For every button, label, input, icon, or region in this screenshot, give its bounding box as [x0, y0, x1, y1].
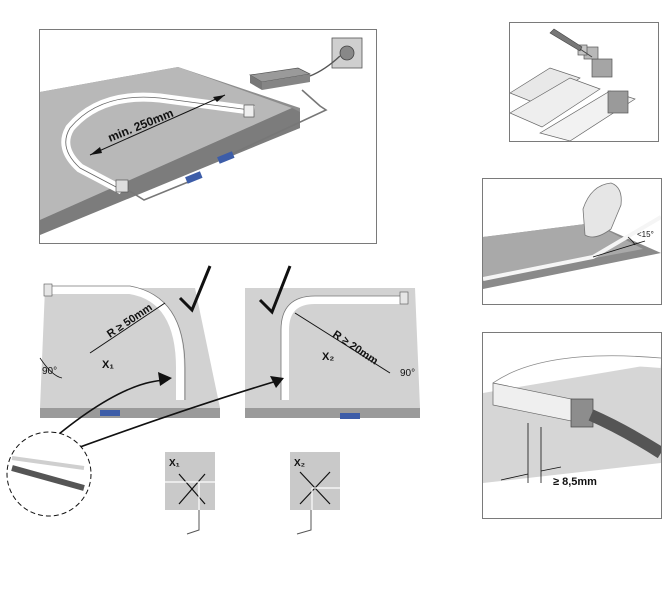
socket-plug	[339, 45, 355, 61]
detail-square-x1: X₁	[165, 452, 215, 510]
mains-cable	[309, 55, 341, 77]
end-cap-block	[607, 90, 629, 114]
main-installation-drawing: min. 250mm	[40, 37, 363, 235]
bend-right-strip	[281, 296, 405, 400]
bend-left-end	[43, 283, 53, 297]
detail-circle-outline	[6, 431, 92, 517]
led-strip-outline	[65, 96, 251, 189]
gap-cable	[588, 409, 661, 459]
gap-strip-outline	[492, 355, 661, 384]
bend-left-check-icon	[178, 265, 212, 313]
hand	[582, 182, 622, 238]
peel-angle-label: <15°	[637, 230, 654, 239]
bend-left-angle-label: 90°	[42, 366, 57, 377]
screwdriver	[549, 28, 583, 52]
x1-lead-wire	[186, 510, 200, 535]
main-installation-panel: min. 250mm	[39, 29, 377, 244]
bend-right-x-label: X₂	[322, 351, 334, 363]
dim-arrow-right	[213, 95, 225, 102]
dim-arrow-left	[90, 147, 102, 155]
arrow-to-right-bend-head	[270, 376, 284, 388]
bend-right-drawing: R ≥ 20mm X₂ 90°	[245, 265, 420, 419]
detail-square-x2: X₂	[290, 452, 340, 510]
detail-x1-drawing: X₁	[165, 458, 215, 510]
cable-detail-circle	[6, 431, 92, 517]
bend-left-x-label: X₁	[102, 359, 114, 371]
x2-lead	[296, 510, 312, 535]
mounting-board-edge	[40, 108, 300, 235]
arrow-to-left-bend-head	[158, 372, 172, 386]
detail-x2-drawing: X₂	[294, 458, 340, 510]
power-supply-side	[262, 74, 310, 90]
detail-x1-label: X₁	[169, 458, 180, 469]
bend-left-angle-arc	[39, 357, 63, 379]
bend-right-strip-edge	[280, 295, 405, 400]
connector-block	[591, 58, 613, 78]
power-supply-front	[250, 75, 262, 90]
angle-ref-line	[592, 240, 646, 258]
bend-left-strip	[48, 286, 184, 400]
gap-strip	[490, 355, 661, 393]
bend-right-angle-label: 90°	[400, 368, 415, 379]
bend-right-connector	[340, 413, 360, 419]
bend-left-board-edge	[40, 408, 220, 418]
peel-angle-drawing: <15°	[483, 182, 661, 289]
bend-right-check-icon	[258, 265, 292, 315]
gap-end-cap	[570, 398, 594, 428]
x2-lead-wire	[296, 510, 312, 535]
x1-cross-b	[178, 473, 206, 505]
arrow-to-right-bend	[49, 379, 281, 459]
connector-assembly-drawing	[510, 28, 636, 141]
gap-dim-line-left	[500, 473, 529, 481]
bend-left-radius-line	[89, 302, 166, 354]
detail-x2-label: X₂	[294, 458, 305, 469]
detail-cable	[11, 465, 85, 491]
x1-lead	[186, 510, 200, 535]
gap-label: ≥ 8,5mm	[553, 476, 597, 488]
bend-left-connector	[100, 410, 120, 416]
gap-dim-line-right	[540, 466, 562, 472]
bend-left-drawing: R ≥ 50mm X₁ 90°	[39, 265, 220, 418]
strip-feed-connector	[115, 179, 129, 193]
dim-line	[89, 94, 226, 156]
screwdriver-tip	[579, 48, 593, 58]
blue-connector-right	[217, 151, 235, 164]
bend-right-end	[399, 291, 409, 305]
peel-surface-top	[483, 223, 643, 279]
connector-assembly-panel	[509, 22, 659, 142]
detail-strip	[11, 456, 85, 470]
peel-angle-panel: <15°	[482, 178, 662, 305]
bend-left-strip-edge	[48, 285, 186, 400]
supply-cable	[222, 89, 328, 159]
gap-detail-drawing: ≥ 8,5mm	[483, 355, 661, 488]
bend-right-board-edge	[245, 408, 420, 418]
bend-right-radius-line	[294, 312, 391, 374]
blue-connector-left	[185, 171, 203, 184]
strip-end-cap	[243, 104, 255, 118]
feed-cable	[127, 177, 199, 201]
profile-middle	[510, 77, 601, 128]
gap-detail-panel: ≥ 8,5mm	[482, 332, 662, 519]
